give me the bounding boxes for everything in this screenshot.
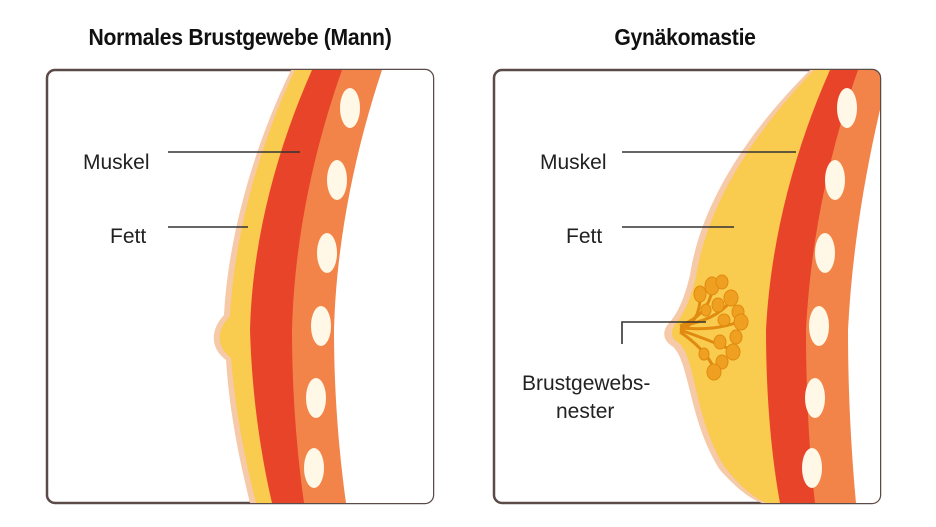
normal-panel-title: Normales Brustgewebe (Mann) — [88, 24, 392, 50]
breast-tissue-label-line2: nester — [556, 400, 614, 423]
gland-lobule — [715, 274, 729, 290]
rib — [815, 233, 835, 273]
breast-tissue-leader — [621, 321, 706, 344]
gynecomastia-panel-title: Gynäkomastie — [614, 24, 756, 50]
rib — [809, 306, 829, 346]
rib — [837, 88, 857, 128]
gland-lobule — [693, 285, 707, 303]
gland-lobule — [711, 297, 725, 313]
breast-tissue-label-line1: Brustgewebs- — [522, 372, 650, 395]
rib — [327, 160, 347, 200]
gland-lobule — [723, 289, 739, 307]
normal-fat-label: Fett — [110, 225, 146, 248]
breast-tissue-nests — [679, 274, 749, 381]
gynecomastia-panel: Muskel Fett Brustgewebs- nester — [492, 68, 882, 505]
gland-lobule — [700, 303, 712, 317]
rib — [317, 233, 337, 273]
normal-chest-panel: Muskel Fett — [45, 68, 435, 505]
gland-lobule — [729, 329, 743, 345]
gynecomastia-fat-label: Fett — [566, 225, 602, 248]
normal-muscle-label: Muskel — [83, 151, 150, 174]
gynecomastia-ribs — [802, 88, 857, 488]
rib — [825, 160, 845, 200]
gynecomastia-muscle-label: Muskel — [540, 151, 607, 174]
gland-lobule — [706, 363, 722, 381]
rib — [311, 306, 331, 346]
gland-lobule — [713, 334, 727, 350]
rib — [306, 378, 326, 418]
rib — [340, 88, 360, 128]
gynecomastia-chest-wall — [848, 70, 880, 503]
gland-lobule — [725, 343, 741, 361]
normal-ribs — [304, 88, 360, 488]
gland-lobule — [715, 354, 729, 370]
rib — [802, 448, 822, 488]
gland-lobule — [717, 313, 731, 327]
rib — [304, 448, 324, 488]
gland-lobule — [698, 347, 710, 361]
gland-lobule — [733, 313, 749, 331]
rib — [805, 378, 825, 418]
normal-chest-wall — [334, 70, 433, 503]
